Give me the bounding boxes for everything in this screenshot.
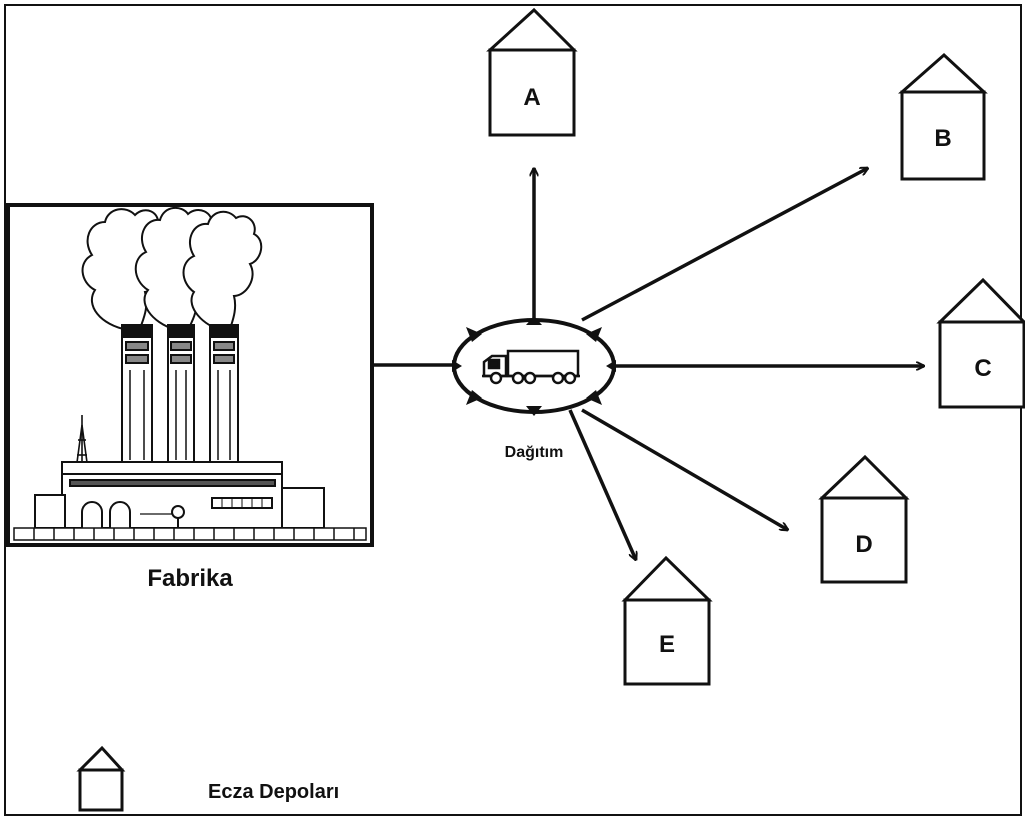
distribution-hub (452, 316, 616, 416)
house-icon (902, 55, 984, 92)
arrow-to-d (582, 410, 788, 530)
warehouse-e: E (625, 558, 709, 684)
chimney-icon (122, 325, 238, 465)
factory-illustration (8, 205, 372, 545)
legend-label: Ecza Depoları (208, 781, 339, 803)
warehouse-e-label: E (659, 631, 675, 658)
smoke-icon (83, 208, 262, 330)
fence-icon (14, 528, 366, 540)
hub-label: Dağıtım (505, 444, 564, 461)
factory-label: Fabrika (147, 565, 233, 592)
house-icon (490, 10, 574, 50)
house-icon (80, 748, 122, 810)
arrow-to-e (570, 410, 636, 560)
house-icon (625, 558, 709, 600)
warehouse-a: A (490, 10, 574, 135)
legend: Ecza Depoları (80, 748, 339, 810)
truck-icon (482, 351, 580, 383)
house-icon (822, 457, 906, 498)
warehouse-b-label: B (934, 125, 951, 152)
warehouse-b: B (902, 55, 984, 179)
warehouse-d-label: D (855, 531, 872, 558)
arrow-to-b (582, 168, 868, 320)
house-icon (940, 280, 1024, 322)
warehouse-a-label: A (523, 84, 540, 111)
warehouse-c: C (940, 280, 1024, 407)
warehouse-d: D (822, 457, 906, 582)
factory-building-icon (35, 462, 324, 528)
warehouse-c-label: C (974, 355, 991, 382)
